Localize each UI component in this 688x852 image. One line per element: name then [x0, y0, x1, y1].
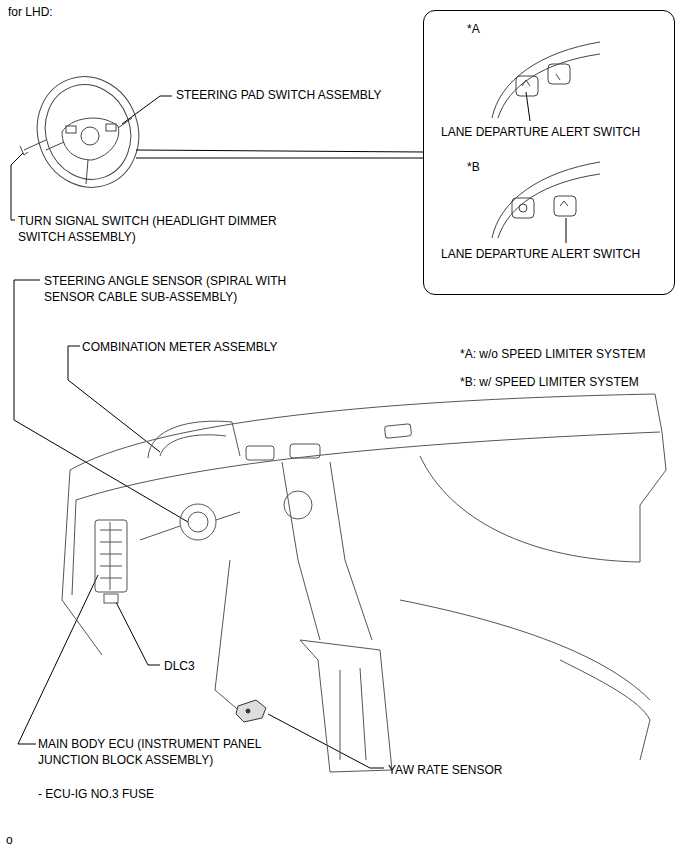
part-label: YAW RATE SENSOR: [388, 762, 502, 778]
inset-box: *A LANE DEPARTURE ALERT SWITCH *B LANE DEPA…: [423, 10, 675, 295]
part-label: STEERING ANGLE SENSOR (SPIRAL WITH SENSO…: [44, 273, 314, 305]
switch-inset-drawing: [492, 42, 600, 238]
part-label: STEERING PAD SWITCH ASSEMBLY: [176, 87, 382, 103]
part-label: *A: w/o SPEED LIMITER SYSTEM: [460, 346, 645, 362]
leader-lines: [11, 92, 566, 768]
yaw-rate-sensor-drawing: [236, 700, 266, 722]
part-label: - ECU-IG NO.3 FUSE: [38, 786, 154, 802]
part-name: LANE DEPARTURE ALERT SWITCH: [441, 124, 640, 140]
steering-wheel-drawing: [20, 62, 154, 201]
part-label: COMBINATION METER ASSEMBLY: [82, 339, 278, 355]
variant-mark: *A: [467, 21, 480, 37]
instrument-panel-drawing: [62, 394, 666, 772]
part-label: o: [6, 832, 13, 848]
part-label: MAIN BODY ECU (INSTRUMENT PANEL JUNCTION…: [38, 736, 288, 768]
variant-mark: *B: [467, 159, 480, 175]
part-label: for LHD:: [8, 4, 53, 20]
part-label: *B: w/ SPEED LIMITER SYSTEM: [460, 374, 639, 390]
part-label: DLC3: [164, 658, 195, 674]
part-name: LANE DEPARTURE ALERT SWITCH: [441, 246, 640, 262]
part-label: TURN SIGNAL SWITCH (HEADLIGHT DIMMER SWI…: [18, 213, 308, 245]
